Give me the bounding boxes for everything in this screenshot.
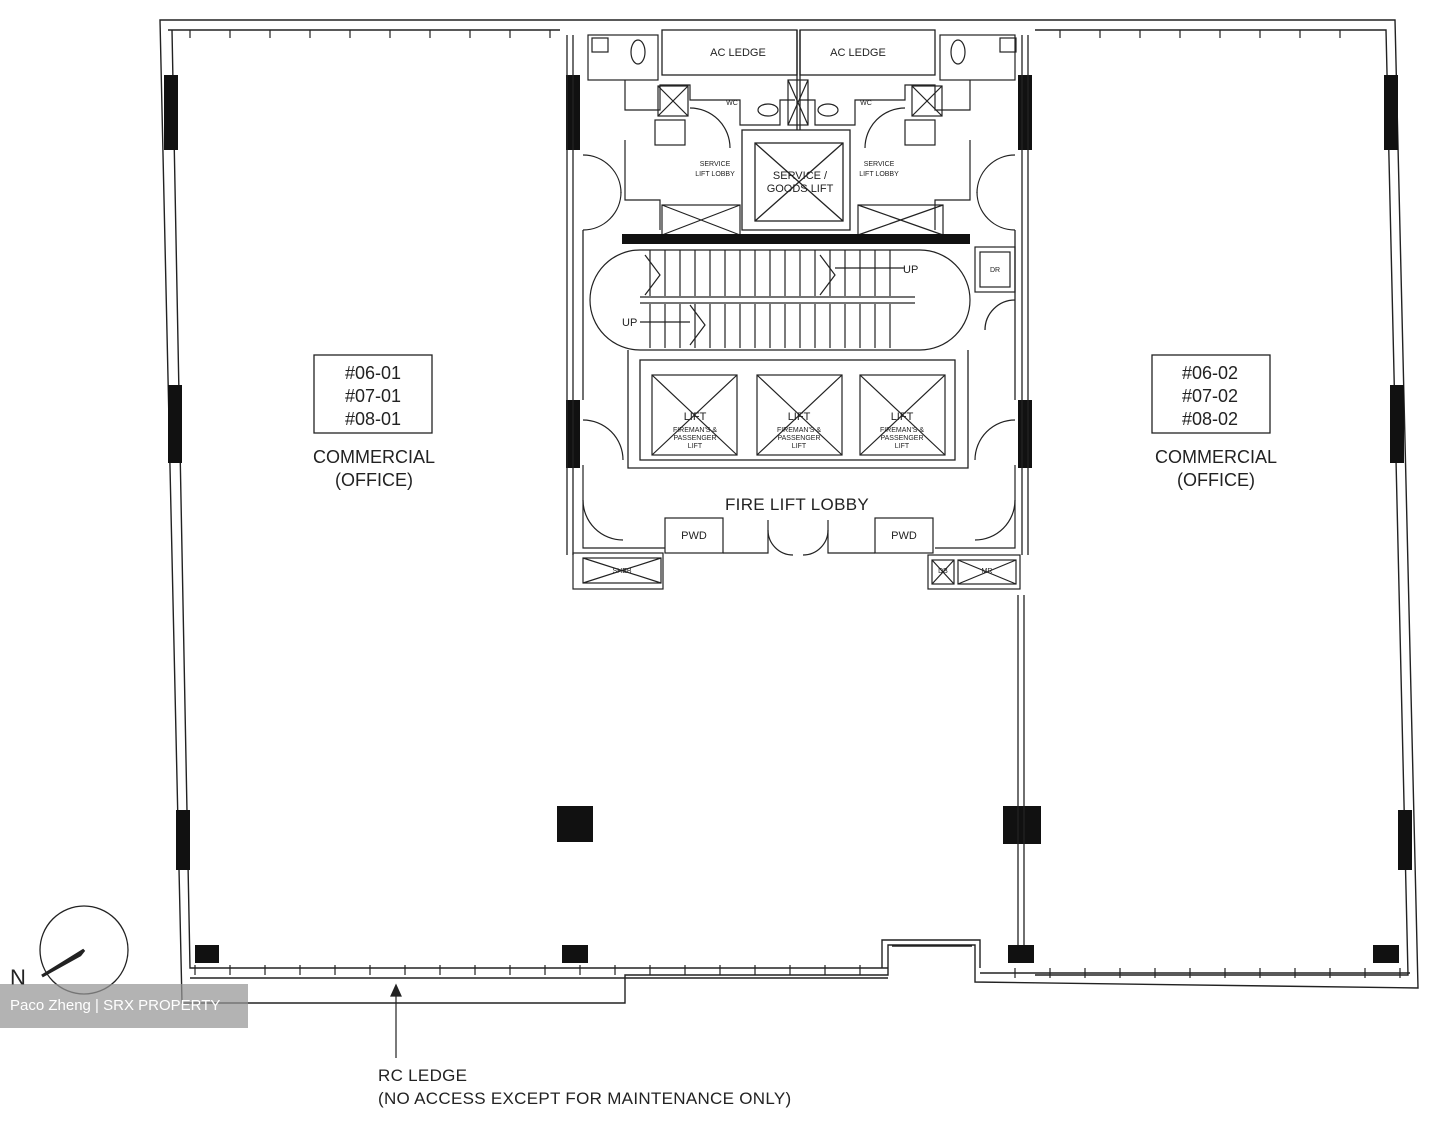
service-lobby-left-1: SERVICE bbox=[700, 161, 731, 168]
unit-left-number-2: #07-01 bbox=[345, 386, 401, 406]
bottom-ledge-ticks bbox=[194, 965, 1401, 978]
unit-left-sub: (OFFICE) bbox=[335, 470, 413, 490]
lift-2-caption-2: PASSENGER bbox=[777, 435, 820, 442]
bay-bump bbox=[881, 939, 981, 968]
north-label: N bbox=[10, 965, 26, 990]
staircase bbox=[589, 234, 1016, 351]
wc-right-label: WC bbox=[860, 100, 872, 107]
lift-2-label: LIFT bbox=[788, 411, 811, 423]
stair-up-bottom: UP bbox=[622, 317, 637, 329]
shaft-right-a-label: DB bbox=[938, 568, 948, 575]
watermark: Paco Zheng | SRX PROPERTY bbox=[0, 984, 248, 1028]
ac-ledge-left-label: AC LEDGE bbox=[710, 47, 766, 59]
core-walls bbox=[582, 230, 1016, 469]
lift-2-caption-3: LIFT bbox=[792, 443, 807, 450]
columns bbox=[164, 75, 1412, 963]
unit-left-number-1: #06-01 bbox=[345, 363, 401, 383]
lift-3-caption-1: FIREMAN'S & bbox=[880, 427, 924, 434]
service-lobby-right-2: LIFT LOBBY bbox=[859, 171, 899, 178]
unit-right-number-3: #08-02 bbox=[1182, 409, 1238, 429]
fire-lobby bbox=[572, 419, 1021, 590]
rc-ledge-label: RC LEDGE bbox=[378, 1066, 467, 1085]
lift-1-caption-2: PASSENGER bbox=[673, 435, 716, 442]
ac-ledge-right-label: AC LEDGE bbox=[830, 47, 886, 59]
north-arrow bbox=[39, 905, 129, 995]
unit-box-right bbox=[1151, 354, 1271, 434]
lift-bank bbox=[651, 374, 946, 456]
lift-1-caption-1: FIREMAN'S & bbox=[673, 427, 717, 434]
pwd-left-label: PWD bbox=[681, 530, 707, 542]
rc-ledge-note: (NO ACCESS EXCEPT FOR MAINTENANCE ONLY) bbox=[378, 1089, 791, 1108]
wc-rooms bbox=[587, 34, 1017, 149]
top-ledge-ticks bbox=[189, 30, 1341, 38]
shaft-right-b-label: MR bbox=[982, 568, 993, 575]
stair-up-top: UP bbox=[903, 264, 918, 276]
lift-3-label: LIFT bbox=[891, 411, 914, 423]
building-outline bbox=[159, 19, 1419, 1004]
unit-right-use: COMMERCIAL bbox=[1155, 447, 1277, 467]
goods-lift-label-2: GOODS LIFT bbox=[767, 183, 834, 195]
unit-left-use: COMMERCIAL bbox=[313, 447, 435, 467]
lift-3-caption-2: PASSENGER bbox=[880, 435, 923, 442]
lift-1-caption-3: LIFT bbox=[688, 443, 703, 450]
service-lobby-left-2: LIFT LOBBY bbox=[695, 171, 735, 178]
unit-right-number-1: #06-02 bbox=[1182, 363, 1238, 383]
unit-left-number-3: #08-01 bbox=[345, 409, 401, 429]
lift-1-label: LIFT bbox=[684, 411, 707, 423]
building-inner-wall bbox=[168, 29, 1409, 976]
goods-lift-label-1: SERVICE / bbox=[773, 170, 828, 182]
wc-left-label: WC bbox=[726, 100, 738, 107]
fire-lift-lobby-label: FIRE LIFT LOBBY bbox=[725, 495, 869, 514]
service-lobby-right-1: SERVICE bbox=[864, 161, 895, 168]
shaft-left-label: SHEB bbox=[612, 568, 631, 575]
unit-right-sub: (OFFICE) bbox=[1177, 470, 1255, 490]
lift-3-caption-3: LIFT bbox=[895, 443, 910, 450]
unit-box-left bbox=[313, 354, 433, 434]
unit-right-number-2: #07-02 bbox=[1182, 386, 1238, 406]
party-walls bbox=[566, 35, 1029, 945]
service-lobby bbox=[582, 140, 1016, 236]
lift-2-caption-1: FIREMAN'S & bbox=[777, 427, 821, 434]
goods-lift bbox=[741, 129, 851, 231]
ledge-leader bbox=[390, 983, 402, 1058]
pwd-right-label: PWD bbox=[891, 530, 917, 542]
riser-label: DR bbox=[990, 267, 1000, 274]
